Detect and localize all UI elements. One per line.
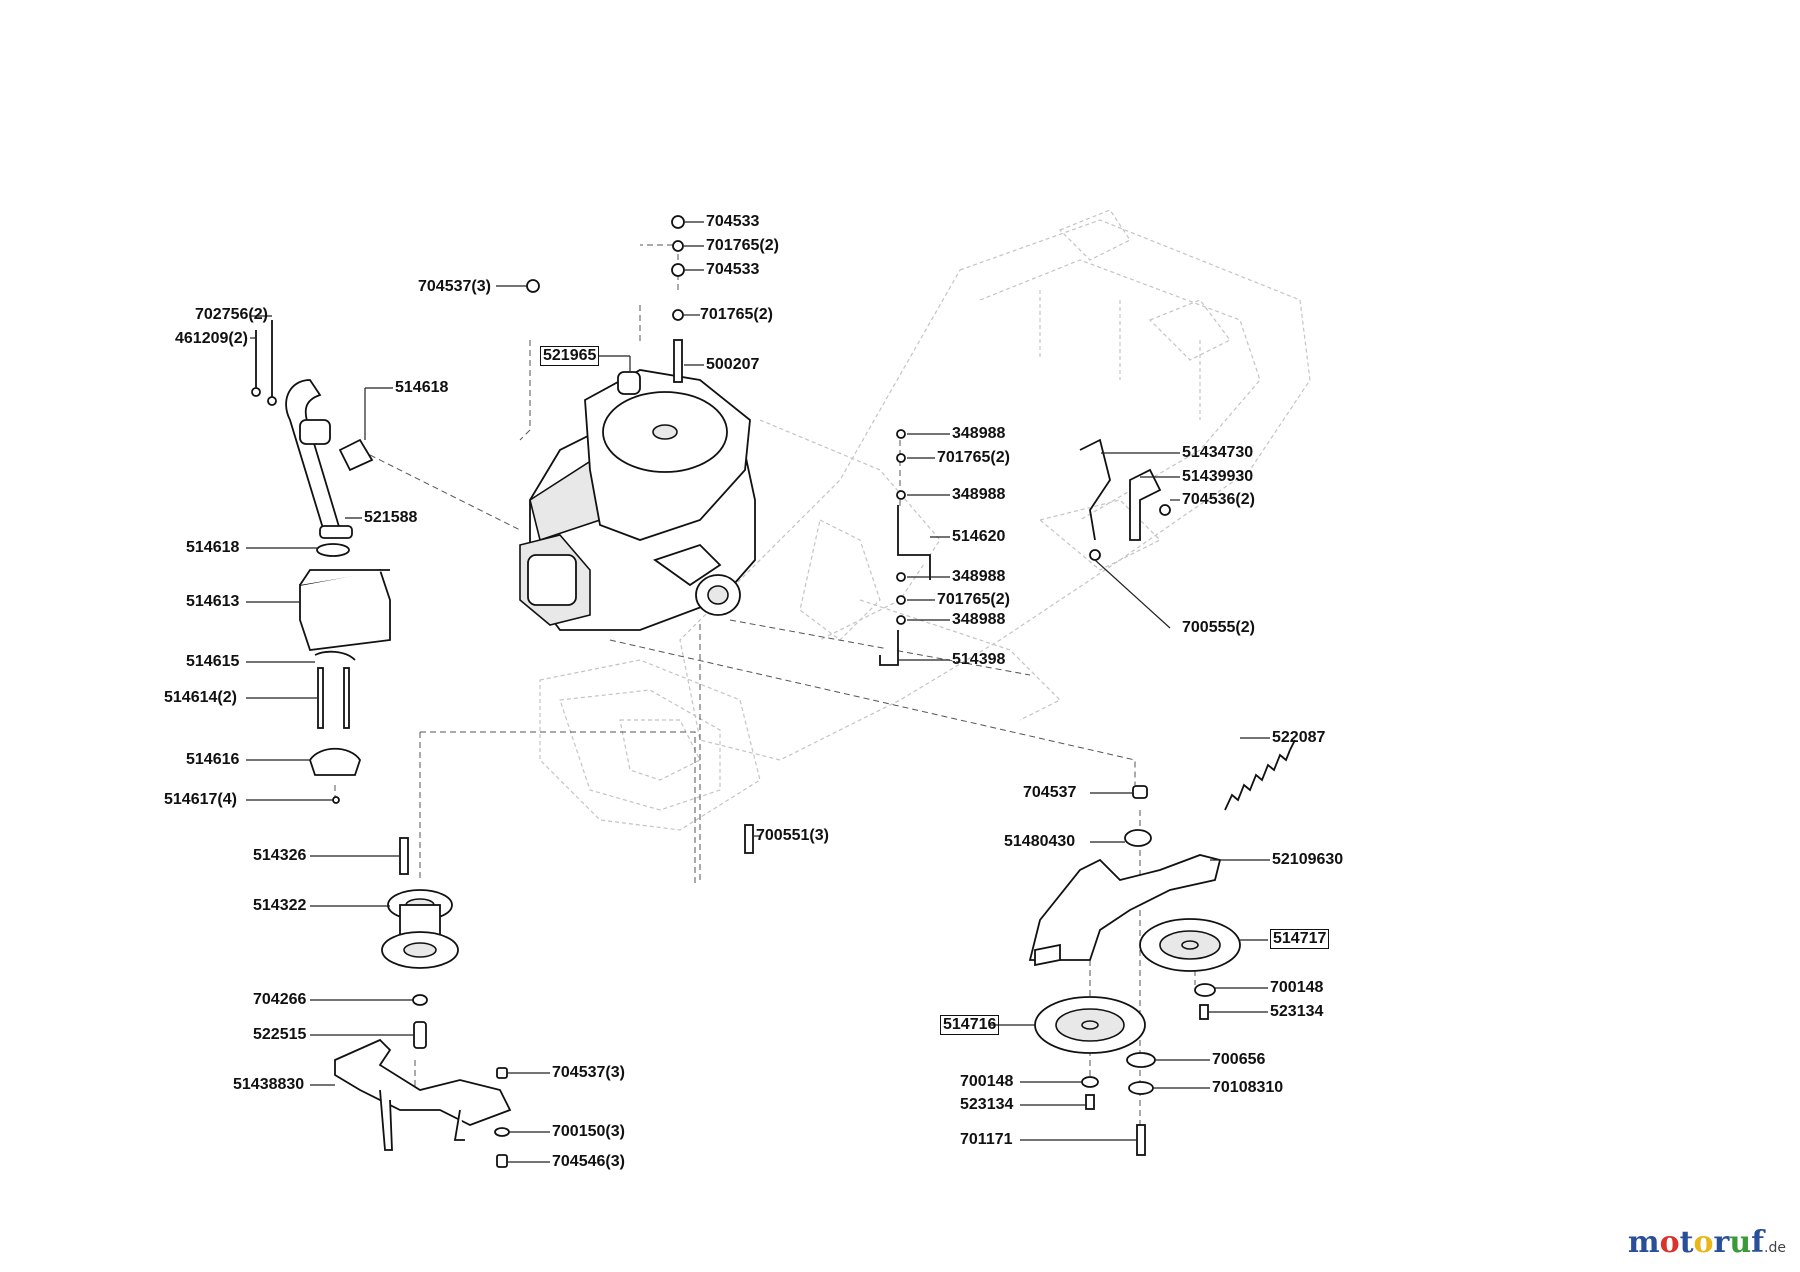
part-label-700150: 700150(3) — [552, 1123, 625, 1140]
part-label-51480430: 51480430 — [1004, 833, 1076, 850]
part-label-461209: 461209(2) — [175, 330, 248, 347]
part-label-514615: 514615 — [186, 653, 240, 670]
part-label-70108310: 70108310 — [1212, 1079, 1284, 1096]
brand-suffix: .de — [1764, 1240, 1786, 1256]
part-label-704537-3: 704537(3) — [418, 278, 491, 295]
part-label-51438830: 51438830 — [233, 1076, 305, 1093]
part-label-523134: 523134 — [1270, 1003, 1324, 1020]
part-label-514613: 514613 — [186, 593, 240, 610]
part-label-704266: 704266 — [253, 991, 307, 1008]
leader-lines — [246, 221, 1270, 1163]
part-label-514620: 514620 — [952, 528, 1006, 545]
part-label-514398: 514398 — [952, 651, 1006, 668]
part-label-704536: 704536(2) — [1182, 491, 1255, 508]
part-label-514618: 514618 — [186, 539, 240, 556]
part-label-51439930: 51439930 — [1182, 468, 1254, 485]
part-label-521965: 521965 — [540, 346, 600, 366]
part-label-700148: 700148 — [1270, 979, 1324, 996]
part-label-702756: 702756(2) — [195, 306, 268, 323]
part-label-348988: 348988 — [952, 611, 1006, 628]
part-label-700555: 700555(2) — [1182, 619, 1255, 636]
part-label-701765: 701765(2) — [706, 237, 779, 254]
part-label-348988: 348988 — [952, 425, 1006, 442]
idler-arm-assembly — [1028, 785, 1241, 1156]
lower-bracket — [334, 824, 754, 1168]
part-label-52109630: 52109630 — [1272, 851, 1344, 868]
engine-block — [519, 369, 756, 631]
part-label-522087: 522087 — [1272, 729, 1326, 746]
part-label-514326: 514326 — [253, 847, 307, 864]
exhaust-assembly — [251, 320, 391, 804]
part-label-514618: 514618 — [395, 379, 449, 396]
part-label-704533: 704533 — [706, 261, 760, 278]
part-label-514717: 514717 — [1270, 929, 1330, 949]
part-label-348988: 348988 — [952, 486, 1006, 503]
part-label-701765: 701765(2) — [937, 449, 1010, 466]
part-label-514616: 514616 — [186, 751, 240, 768]
part-label-704546: 704546(3) — [552, 1153, 625, 1170]
part-label-700656: 700656 — [1212, 1051, 1266, 1068]
part-label-701765: 701765(2) — [700, 306, 773, 323]
part-label-514617: 514617(4) — [164, 791, 237, 808]
part-label-51434730: 51434730 — [1182, 444, 1254, 461]
part-label-704537-3: 704537(3) — [552, 1064, 625, 1081]
part-label-514322: 514322 — [253, 897, 307, 914]
part-label-514614: 514614(2) — [164, 689, 237, 706]
part-label-514716: 514716 — [940, 1015, 1000, 1035]
brand-logo[interactable]: motoruf.de — [1628, 1225, 1786, 1260]
part-label-701765: 701765(2) — [937, 591, 1010, 608]
part-label-704537: 704537 — [1023, 784, 1077, 801]
control-rods — [879, 429, 1171, 666]
chassis-ghost-outline — [539, 209, 1311, 831]
part-label-700551: 700551(3) — [756, 827, 829, 844]
part-label-348988: 348988 — [952, 568, 1006, 585]
part-label-523134: 523134 — [960, 1096, 1014, 1113]
part-label-701171: 701171 — [960, 1131, 1013, 1148]
part-label-522515: 522515 — [253, 1026, 307, 1043]
part-label-704533: 704533 — [706, 213, 760, 230]
part-label-700148: 700148 — [960, 1073, 1014, 1090]
brand-wordmark: motoruf — [1627, 1225, 1765, 1260]
part-label-521588: 521588 — [364, 509, 418, 526]
tension-spring — [1224, 739, 1296, 811]
part-label-500207: 500207 — [706, 356, 760, 373]
engine-pulley — [381, 837, 459, 1049]
